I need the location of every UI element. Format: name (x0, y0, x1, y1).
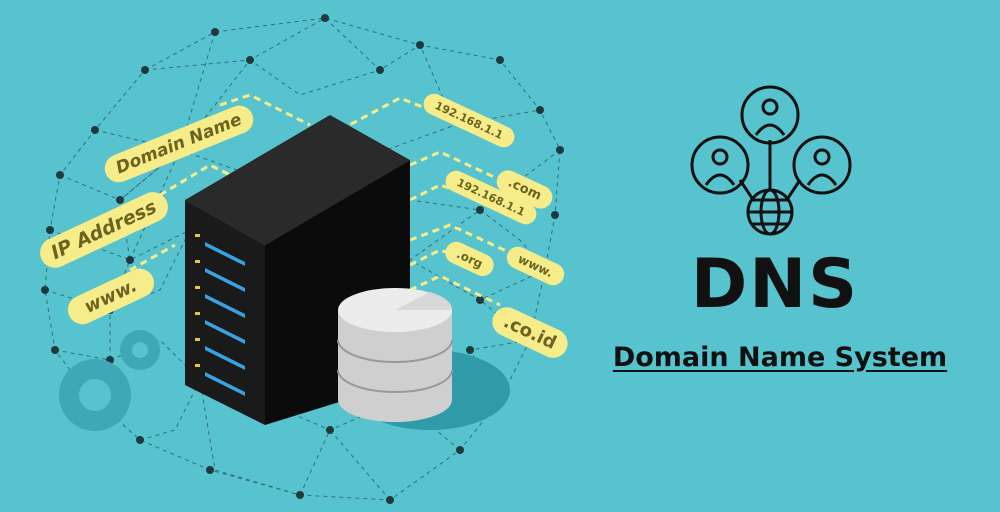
gear-icon (59, 330, 160, 431)
subtitle: Domain Name System (612, 342, 948, 373)
connection-lines (129, 93, 516, 307)
network-users-icon (690, 85, 852, 236)
database-icon (337, 288, 453, 422)
page-title: DNS (690, 245, 860, 324)
server-rack-icon (185, 115, 410, 425)
